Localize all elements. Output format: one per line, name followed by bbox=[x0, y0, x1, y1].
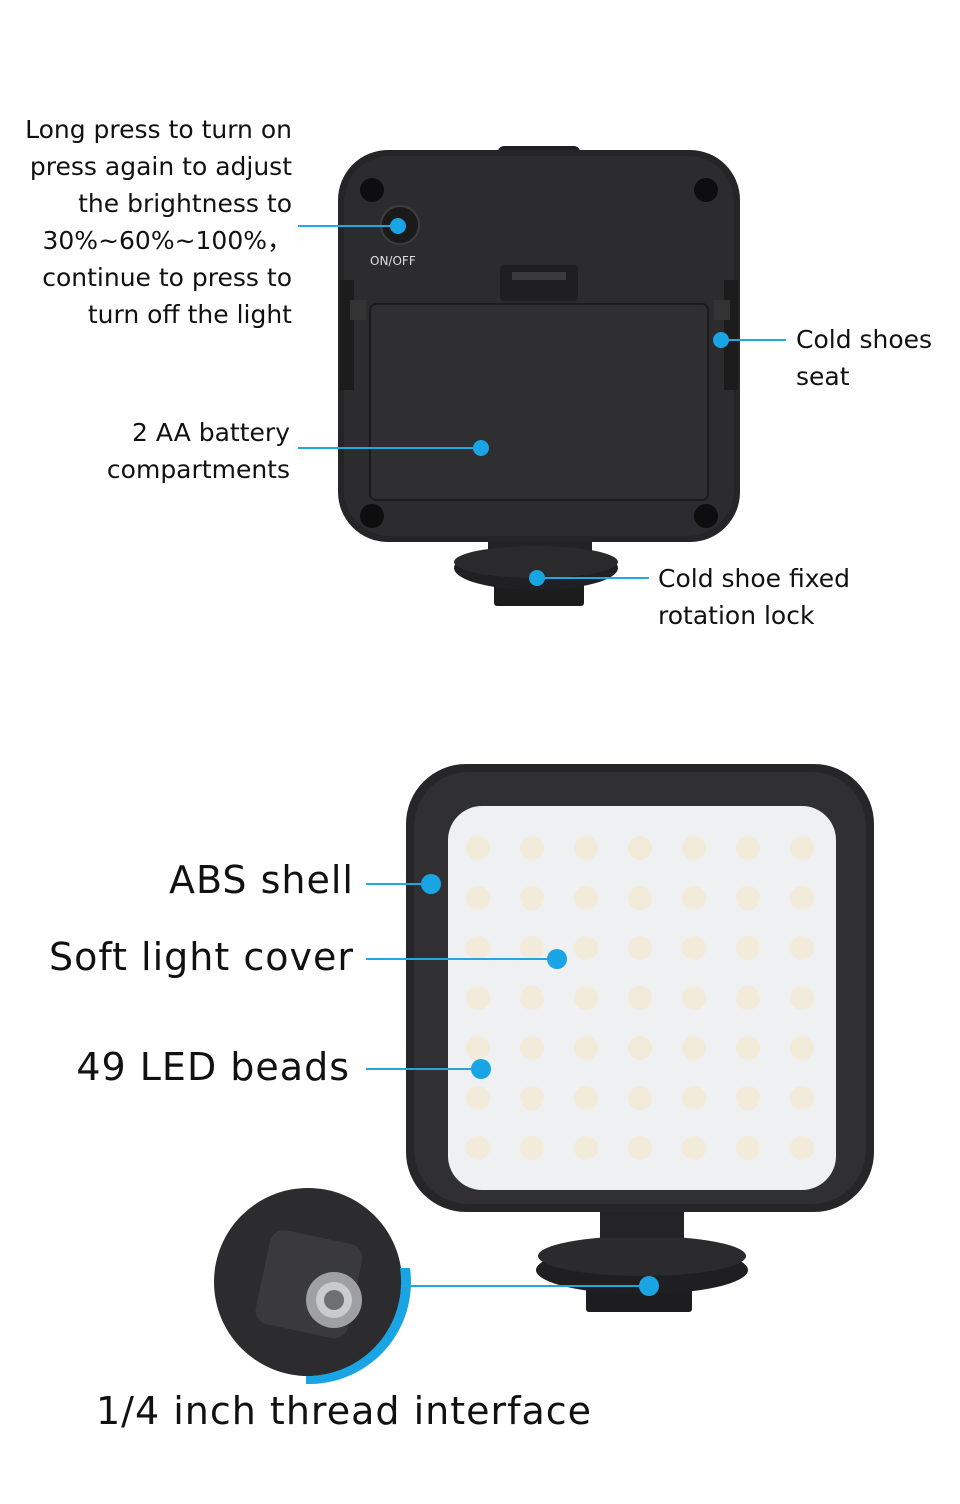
led-bead bbox=[628, 986, 652, 1010]
led-bead bbox=[682, 986, 706, 1010]
led-bead bbox=[628, 1086, 652, 1110]
screw-hole bbox=[360, 504, 384, 528]
light-back-view bbox=[338, 146, 740, 606]
led-bead bbox=[574, 936, 598, 960]
power-line: 30%~60%~100%， bbox=[42, 226, 293, 255]
led-bead bbox=[520, 836, 544, 860]
led-bead bbox=[466, 986, 490, 1010]
thread-dot bbox=[639, 1276, 659, 1296]
light-front-view bbox=[214, 764, 874, 1385]
led-leader bbox=[366, 1068, 480, 1070]
led-bead bbox=[520, 1036, 544, 1060]
seat-line: Cold shoes bbox=[796, 325, 933, 354]
led-bead bbox=[682, 1036, 706, 1060]
led-bead bbox=[736, 1086, 760, 1110]
screw-hole bbox=[360, 178, 384, 202]
power-line: press again to adjust bbox=[29, 152, 292, 181]
led-bead bbox=[736, 1036, 760, 1060]
abs-dot bbox=[421, 874, 441, 894]
screw-hole bbox=[694, 178, 718, 202]
cold-shoe-seat-label: Cold shoes seat bbox=[796, 321, 960, 395]
abs-shell-label: ABS shell bbox=[169, 858, 354, 902]
battery-latch bbox=[500, 265, 578, 301]
led-grid bbox=[466, 836, 814, 1160]
led-bead bbox=[466, 936, 490, 960]
power-description: Long press to turn on press again to adj… bbox=[0, 111, 292, 333]
battery-label: 2 AA battery compartments bbox=[0, 414, 290, 488]
led-bead bbox=[574, 1136, 598, 1160]
led-bead bbox=[574, 1036, 598, 1060]
lock-leader bbox=[537, 577, 649, 579]
led-bead bbox=[520, 1086, 544, 1110]
led-bead bbox=[574, 1086, 598, 1110]
led-bead bbox=[628, 886, 652, 910]
lock-line: Cold shoe fixed bbox=[658, 564, 851, 593]
cover-leader bbox=[366, 958, 556, 960]
led-bead bbox=[466, 886, 490, 910]
led-bead bbox=[466, 1136, 490, 1160]
led-bead bbox=[790, 1136, 814, 1160]
cover-dot bbox=[547, 949, 567, 969]
led-bead bbox=[520, 1136, 544, 1160]
led-bead bbox=[790, 886, 814, 910]
led-bead bbox=[466, 1036, 490, 1060]
thread-label: 1/4 inch thread interface bbox=[96, 1389, 593, 1433]
seat-leader bbox=[722, 339, 786, 341]
led-bead bbox=[520, 886, 544, 910]
led-bead bbox=[682, 836, 706, 860]
seat-dot bbox=[713, 332, 729, 348]
soft-cover-label: Soft light cover bbox=[49, 935, 354, 979]
led-bead bbox=[682, 1086, 706, 1110]
led-bead bbox=[790, 836, 814, 860]
battery-line: 2 AA battery bbox=[132, 418, 290, 447]
battery-leader bbox=[298, 447, 480, 449]
power-line: turn off the light bbox=[87, 300, 292, 329]
led-bead bbox=[790, 986, 814, 1010]
led-dot bbox=[471, 1059, 491, 1079]
led-bead bbox=[682, 936, 706, 960]
led-bead bbox=[628, 1136, 652, 1160]
battery-dot bbox=[473, 440, 489, 456]
led-bead bbox=[682, 1136, 706, 1160]
seat-line: seat bbox=[796, 362, 850, 391]
led-bead bbox=[736, 1136, 760, 1160]
thread-leader bbox=[402, 1285, 648, 1287]
battery-line: compartments bbox=[106, 455, 290, 484]
led-bead bbox=[520, 986, 544, 1010]
battery-door bbox=[369, 303, 709, 501]
led-bead bbox=[682, 886, 706, 910]
power-line: Long press to turn on bbox=[25, 115, 292, 144]
abs-leader bbox=[366, 883, 430, 885]
led-bead bbox=[574, 986, 598, 1010]
led-bead bbox=[574, 836, 598, 860]
led-bead bbox=[790, 936, 814, 960]
led-bead bbox=[736, 936, 760, 960]
led-bead bbox=[790, 1036, 814, 1060]
onoff-text: ON/OFF bbox=[370, 254, 416, 268]
rotation-lock-label: Cold shoe fixed rotation lock bbox=[658, 560, 958, 634]
led-bead bbox=[574, 886, 598, 910]
lock-line: rotation lock bbox=[658, 601, 815, 630]
led-bead bbox=[736, 836, 760, 860]
led-beads-label: 49 LED beads bbox=[76, 1045, 350, 1089]
led-bead bbox=[628, 1036, 652, 1060]
power-leader bbox=[298, 225, 398, 227]
lock-dot bbox=[529, 570, 545, 586]
led-bead bbox=[736, 986, 760, 1010]
led-bead bbox=[790, 1086, 814, 1110]
power-line: continue to press to bbox=[42, 263, 292, 292]
screw-hole bbox=[694, 504, 718, 528]
led-bead bbox=[466, 836, 490, 860]
led-bead bbox=[520, 936, 544, 960]
power-line: the brightness to bbox=[78, 189, 292, 218]
led-bead bbox=[628, 936, 652, 960]
led-bead bbox=[736, 886, 760, 910]
led-bead bbox=[628, 836, 652, 860]
power-dot bbox=[390, 218, 406, 234]
led-bead bbox=[466, 1086, 490, 1110]
